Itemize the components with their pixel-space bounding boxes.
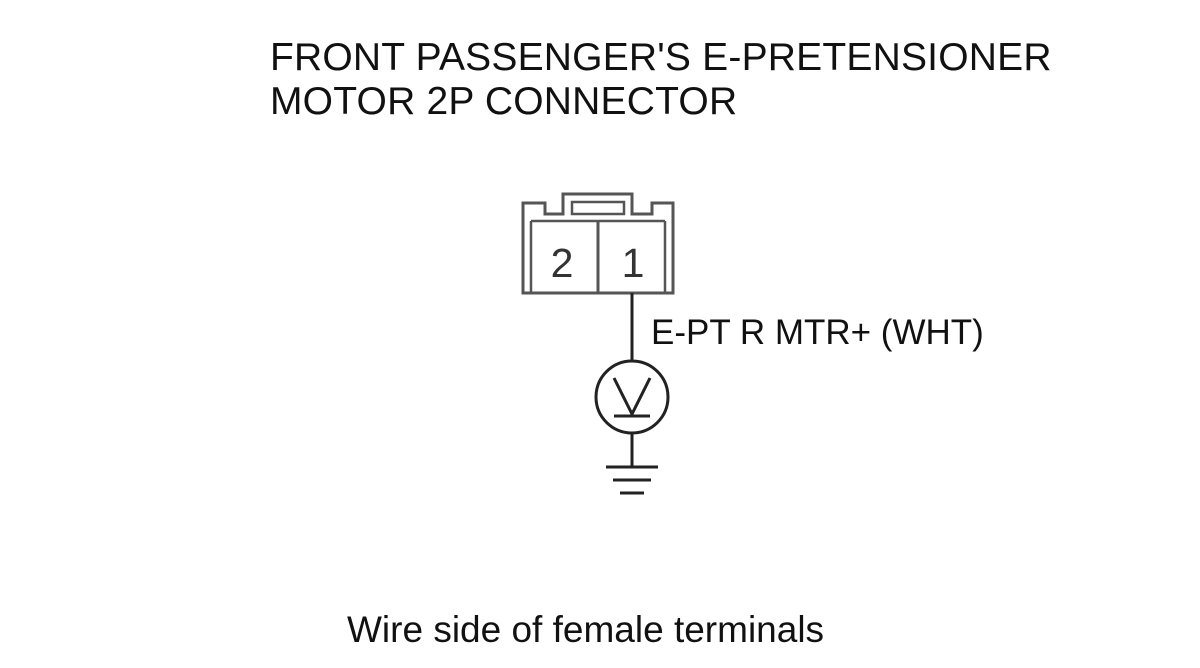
connector-housing [521, 192, 675, 295]
voltmeter-icon [594, 359, 670, 435]
ground-icon [606, 465, 658, 495]
wire-label: E-PT R MTR+ (WHT) [651, 313, 984, 352]
pin-1-label: 1 [622, 240, 645, 286]
diagram-caption: Wire side of female terminals [347, 609, 825, 650]
title-line-2: MOTOR 2P CONNECTOR [270, 80, 738, 123]
pin-2-label: 2 [551, 240, 574, 286]
diagram-title: FRONT PASSENGER'S E-PRETENSIONER MOTOR 2… [270, 36, 1052, 124]
title-line-1: FRONT PASSENGER'S E-PRETENSIONER [270, 36, 1052, 79]
